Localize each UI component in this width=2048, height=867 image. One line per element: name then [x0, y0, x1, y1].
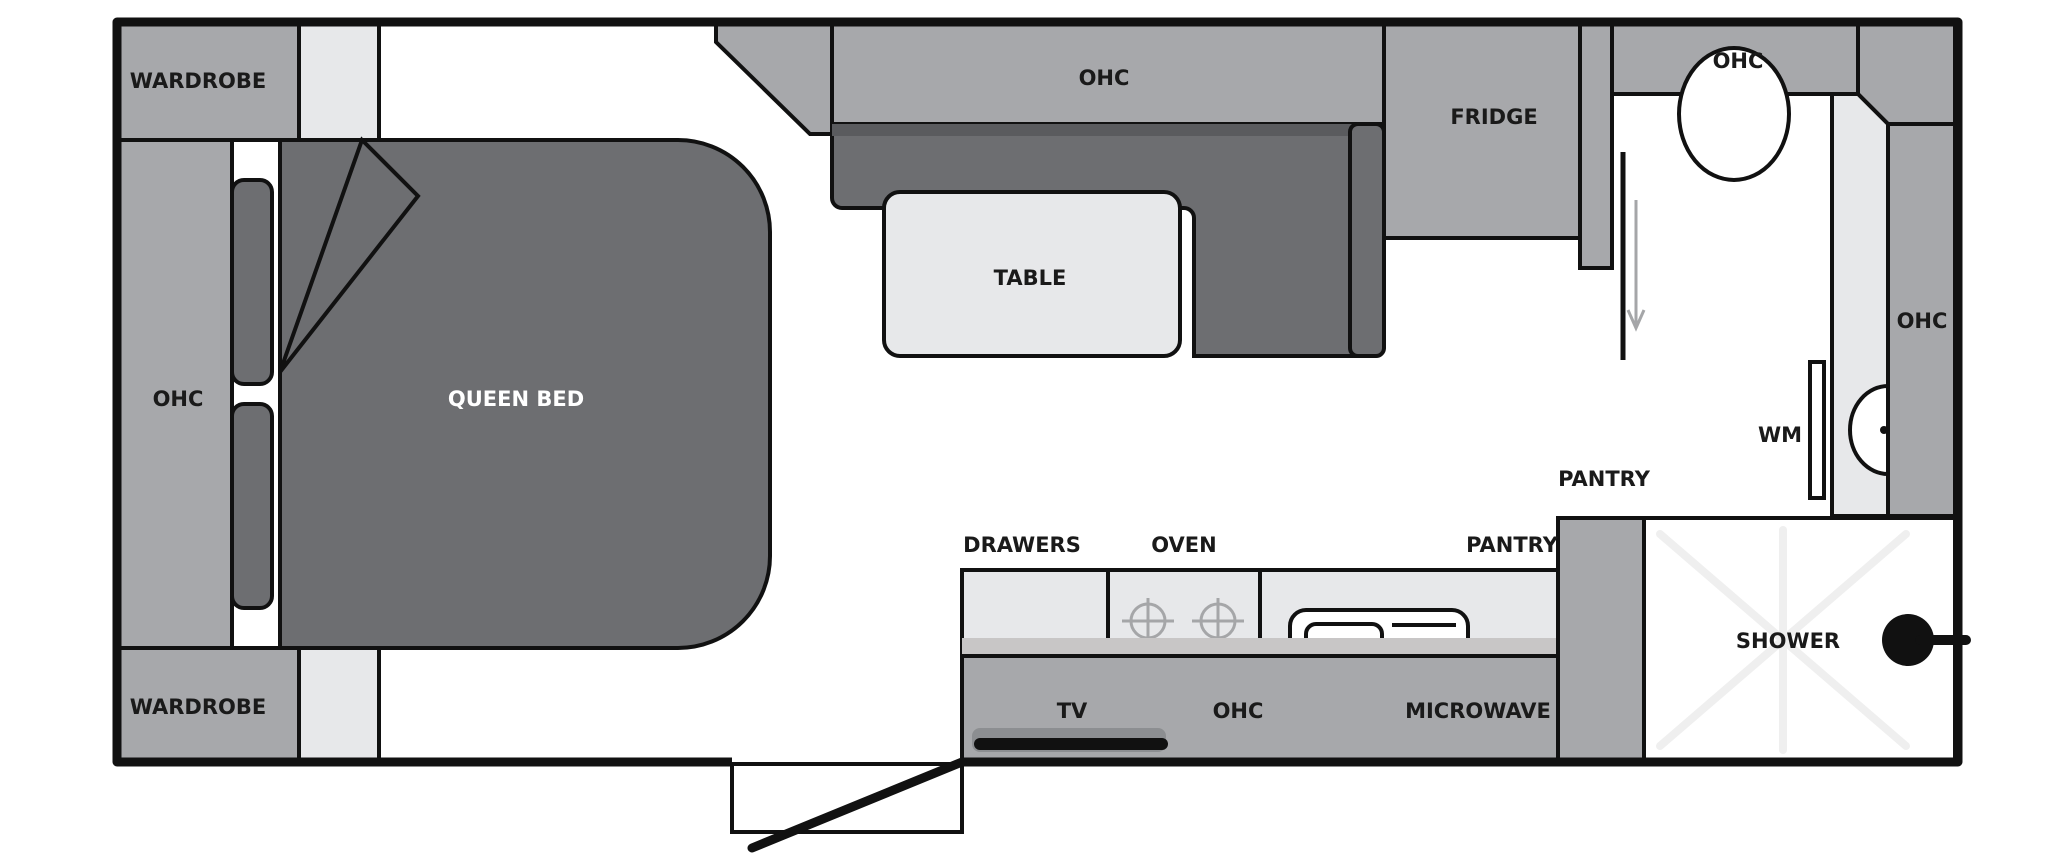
bedside-table-lower [230, 402, 274, 610]
toilet-icon [1677, 46, 1791, 182]
sliding-door-arrow-icon [1626, 200, 1646, 332]
label-wardrobe-bottom: WARDROBE [130, 695, 266, 719]
label-shower: SHOWER [1736, 629, 1840, 653]
label-wardrobe-top: WARDROBE [130, 69, 266, 93]
ensuite-zone [1610, 22, 1957, 518]
label-pantry-lower: PANTRY [1466, 533, 1559, 557]
dinette-side-arm [1348, 122, 1386, 358]
label-table: TABLE [994, 266, 1067, 290]
label-tv: TV [1057, 699, 1088, 723]
label-microwave: MICROWAVE [1405, 699, 1551, 723]
label-ohc-bottom: OHC [1213, 699, 1264, 723]
ohc-left-cabinet [115, 138, 234, 650]
wardrobe-top-gap [297, 22, 381, 142]
label-pantry-upper: PANTRY [1558, 467, 1651, 491]
queen-bed [278, 138, 772, 650]
shower-zone [1642, 516, 1971, 764]
shower-tap-icon [1882, 614, 1934, 666]
label-wm: WM [1758, 423, 1802, 447]
bed-fold-corner [278, 136, 421, 374]
dinette-seat-back-strip [832, 124, 1384, 136]
entry-door [730, 757, 967, 853]
washing-machine-knob [1880, 426, 1888, 434]
washing-machine-door [1808, 360, 1826, 500]
label-oven: OVEN [1151, 533, 1216, 557]
label-ohc-right: OHC [1897, 309, 1948, 333]
swing-door-icon [747, 757, 967, 853]
label-ohc-top-right: OHC [1713, 49, 1764, 73]
outer-wall [112, 17, 1963, 767]
dinette-zone [714, 22, 1386, 358]
kitchen-zone [960, 516, 1646, 764]
dining-table [882, 190, 1182, 358]
washing-machine [1848, 383, 1890, 477]
wardrobe-top [115, 22, 301, 142]
label-ohc-left: OHC [153, 387, 204, 411]
bench-edge-strip [962, 638, 1558, 656]
bedroom-zone [115, 22, 772, 764]
shower-drain-cross [1656, 526, 1910, 754]
label-fridge: FRIDGE [1450, 105, 1537, 129]
room-labels: WARDROBE OHC QUEEN BED WARDROBE OHC TABL… [130, 49, 1948, 723]
fridge-side-panel [1578, 22, 1614, 270]
label-queen-bed: QUEEN BED [448, 387, 584, 411]
label-ohc-top-center: OHC [1079, 66, 1130, 90]
pantry-cabinet [1556, 516, 1646, 764]
wardrobe-bottom-gap [297, 646, 381, 764]
fridge [1382, 22, 1582, 240]
sink-bowl [1304, 622, 1384, 656]
label-drawers: DRAWERS [963, 533, 1081, 557]
bedside-table-upper [230, 178, 274, 386]
